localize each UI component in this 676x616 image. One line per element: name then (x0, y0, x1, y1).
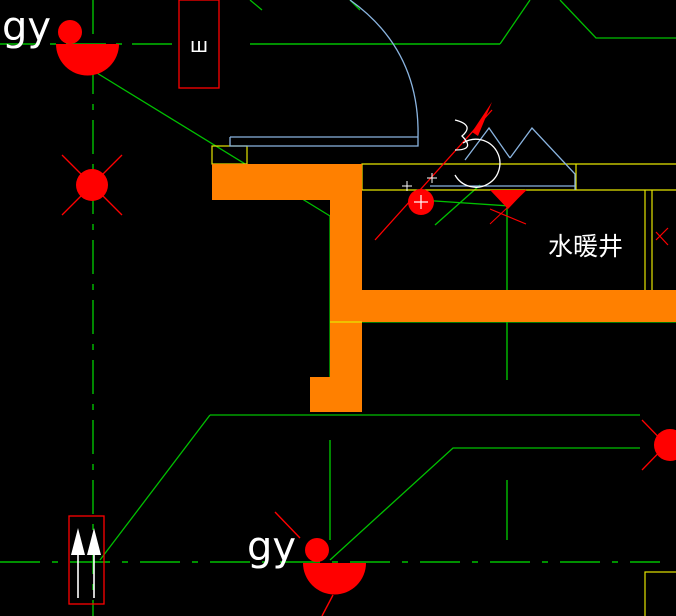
fixture-box-top: ш (178, 0, 220, 89)
fixture-label: ш (190, 33, 208, 57)
gy-label-bottom: gy (247, 524, 296, 570)
door-arcs (229, 0, 576, 190)
valve-bottom: gy (247, 511, 366, 616)
riser-box (68, 515, 105, 605)
valve-top-left: gy (2, 4, 119, 76)
valve-knob-icon (58, 20, 82, 44)
column-marker-left (61, 154, 123, 216)
direction-arrow-icon (472, 102, 492, 136)
room-label: 水暖井 (548, 232, 623, 261)
valve-knob-icon (305, 538, 329, 562)
gy-label-top: gy (2, 4, 51, 50)
column-marker-right (641, 419, 676, 471)
valve-center-group (374, 102, 669, 246)
walls (212, 164, 676, 412)
valve-half-icon (56, 44, 119, 76)
column-marker-icon (654, 429, 676, 461)
riser-arrow-icon (71, 528, 85, 555)
riser-arrow-icon (87, 528, 101, 555)
valve-triangle-icon (490, 190, 526, 209)
valve-half-icon (303, 563, 366, 595)
column-marker-icon (76, 169, 108, 201)
